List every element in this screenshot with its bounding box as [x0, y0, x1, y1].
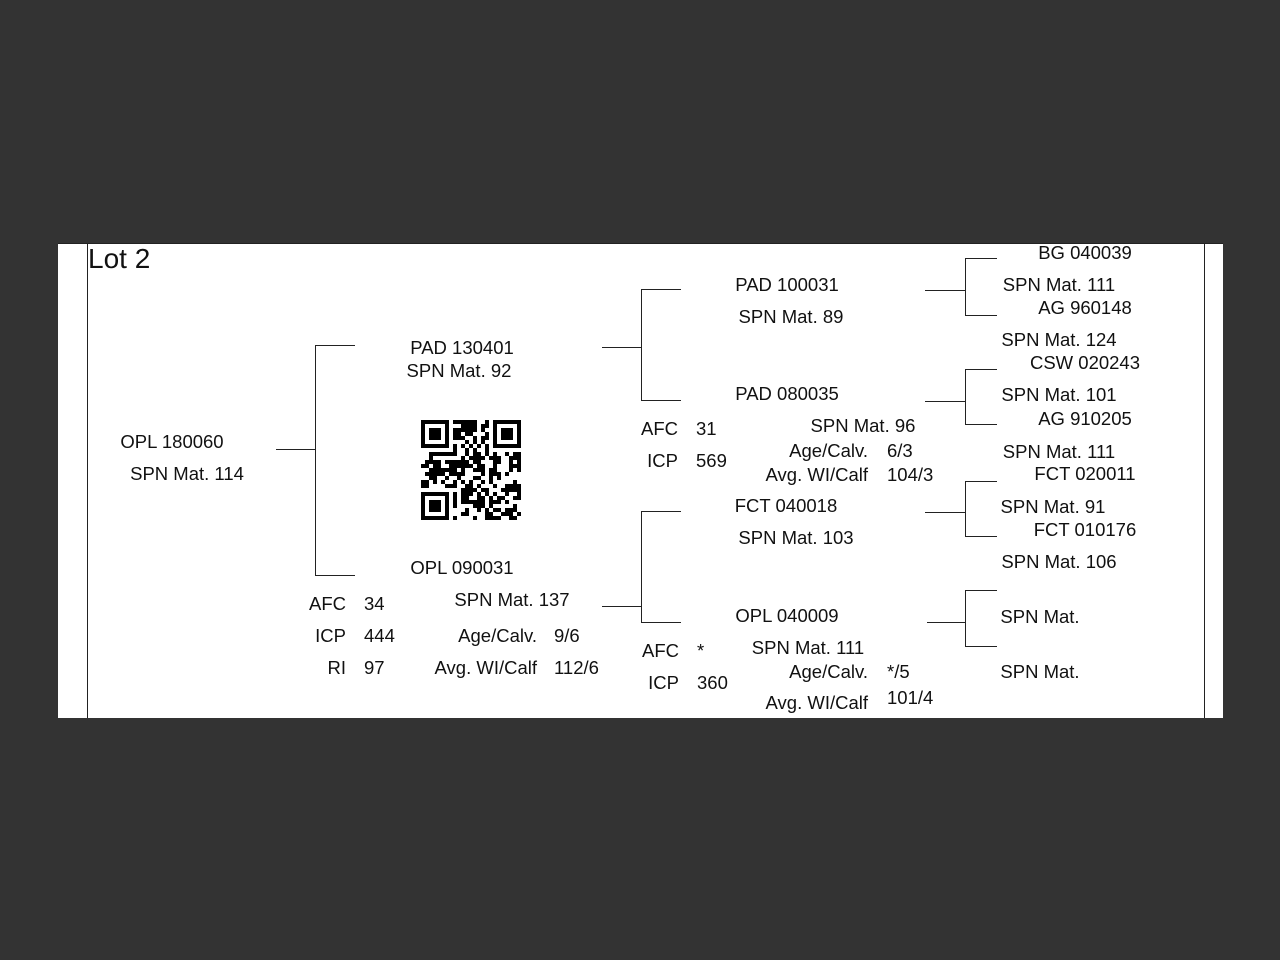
- connector-line: [965, 315, 997, 316]
- sire-dam-spn: SPN Mat. 96: [810, 414, 916, 436]
- ggp-5-id: FCT 020011: [1034, 462, 1136, 484]
- ggp-2-spn: SPN Mat. 124: [1001, 328, 1117, 350]
- dam-spn: SPN Mat. 137: [454, 588, 570, 610]
- connector-line: [641, 400, 681, 401]
- dam-sire-id: FCT 040018: [734, 494, 838, 516]
- dam-dam-icp-value: 360: [697, 671, 728, 693]
- connector-line: [965, 481, 997, 482]
- connector-line: [276, 449, 316, 450]
- ggp-7-spn: SPN Mat.: [1000, 605, 1080, 627]
- dam-dam-age-calv-label: Age/Calv.: [789, 660, 868, 682]
- connector-line: [925, 290, 966, 291]
- sire-spn: SPN Mat. 92: [406, 359, 512, 381]
- dam-avg-wi-label: Avg. WI/Calf: [434, 656, 537, 678]
- connector-line: [315, 345, 355, 346]
- connector-line: [641, 511, 681, 512]
- dam-sire-spn: SPN Mat. 103: [738, 526, 854, 548]
- dam-id: OPL 090031: [410, 556, 514, 578]
- ggp-1-spn: SPN Mat. 111: [1002, 273, 1116, 295]
- connector-line: [602, 606, 642, 607]
- connector-line: [965, 258, 997, 259]
- dam-afc-value: 34: [364, 592, 385, 614]
- animal-spn: SPN Mat. 114: [130, 462, 244, 484]
- dam-avg-wi-value: 112/6: [554, 656, 599, 678]
- connector-line: [965, 481, 966, 536]
- dam-icp-label: ICP: [315, 624, 346, 646]
- sire-dam-afc-label: AFC: [641, 417, 678, 439]
- dam-dam-afc-value: *: [697, 639, 705, 661]
- ggp-8-spn: SPN Mat.: [1000, 660, 1080, 682]
- connector-line: [641, 511, 642, 622]
- animal-id: OPL 180060: [120, 430, 224, 452]
- connector-line: [315, 575, 355, 576]
- ggp-5-spn: SPN Mat. 91: [1000, 495, 1106, 517]
- sire-dam-age-calv-label: Age/Calv.: [789, 439, 868, 461]
- ggp-6-id: FCT 010176: [1033, 518, 1137, 540]
- sire-id: PAD 130401: [410, 336, 514, 358]
- dam-dam-afc-label: AFC: [642, 639, 679, 661]
- dam-afc-label: AFC: [309, 592, 346, 614]
- qr-code-icon: [421, 420, 521, 520]
- connector-line: [315, 345, 316, 575]
- connector-line: [965, 369, 997, 370]
- ggp-1-id: BG 040039: [1038, 243, 1132, 263]
- connector-line: [965, 536, 997, 537]
- connector-line: [641, 289, 642, 400]
- connector-line: [602, 347, 642, 348]
- dam-dam-avg-wi-value: 101/4: [887, 686, 934, 708]
- connector-line: [925, 512, 966, 513]
- connector-line: [965, 424, 997, 425]
- dam-dam-spn: SPN Mat. 111: [751, 636, 865, 658]
- connector-line: [641, 289, 681, 290]
- connector-line: [965, 590, 997, 591]
- sire-dam-age-calv-value: 6/3: [887, 439, 913, 461]
- dam-age-calv-value: 9/6: [554, 624, 580, 646]
- dam-ri-value: 97: [364, 656, 385, 678]
- ggp-4-id: AG 910205: [1038, 407, 1132, 429]
- dam-age-calv-label: Age/Calv.: [458, 624, 537, 646]
- connector-line: [965, 369, 966, 424]
- ggp-3-id: CSW 020243: [1029, 351, 1141, 373]
- ggp-3-spn: SPN Mat. 101: [1001, 383, 1117, 405]
- connector-line: [925, 401, 966, 402]
- connector-line: [965, 646, 997, 647]
- ggp-6-spn: SPN Mat. 106: [1001, 550, 1117, 572]
- dam-dam-id: OPL 040009: [735, 604, 839, 626]
- sire-dam-avg-wi-label: Avg. WI/Calf: [765, 463, 868, 485]
- connector-line: [965, 258, 966, 315]
- sire-sire-id: PAD 100031: [735, 273, 839, 295]
- connector-line: [641, 622, 681, 623]
- ggp-2-id: AG 960148: [1038, 296, 1132, 318]
- ggp-4-spn: SPN Mat. 111: [1002, 440, 1116, 462]
- sire-dam-icp-value: 569: [696, 449, 727, 471]
- dam-dam-icp-label: ICP: [648, 671, 679, 693]
- sire-dam-id: PAD 080035: [735, 382, 839, 404]
- right-border-line: [1204, 243, 1205, 718]
- sire-dam-icp-label: ICP: [647, 449, 678, 471]
- dam-icp-value: 444: [364, 624, 395, 646]
- lot-title: Lot 2: [88, 243, 151, 274]
- dam-dam-age-calv-value: */5: [887, 660, 910, 682]
- dam-ri-label: RI: [327, 656, 347, 678]
- left-border-line: [87, 243, 88, 718]
- connector-line: [927, 622, 966, 623]
- top-border-line: [58, 243, 1223, 244]
- dam-dam-avg-wi-label: Avg. WI/Calf: [765, 691, 868, 713]
- sire-dam-avg-wi-value: 104/3: [887, 463, 934, 485]
- sire-sire-spn: SPN Mat. 89: [738, 305, 844, 327]
- pedigree-sheet: Lot 2 OPL 180060 SPN Mat. 114 PAD 130401…: [58, 243, 1223, 718]
- sire-dam-afc-value: 31: [696, 417, 717, 439]
- connector-line: [965, 590, 966, 646]
